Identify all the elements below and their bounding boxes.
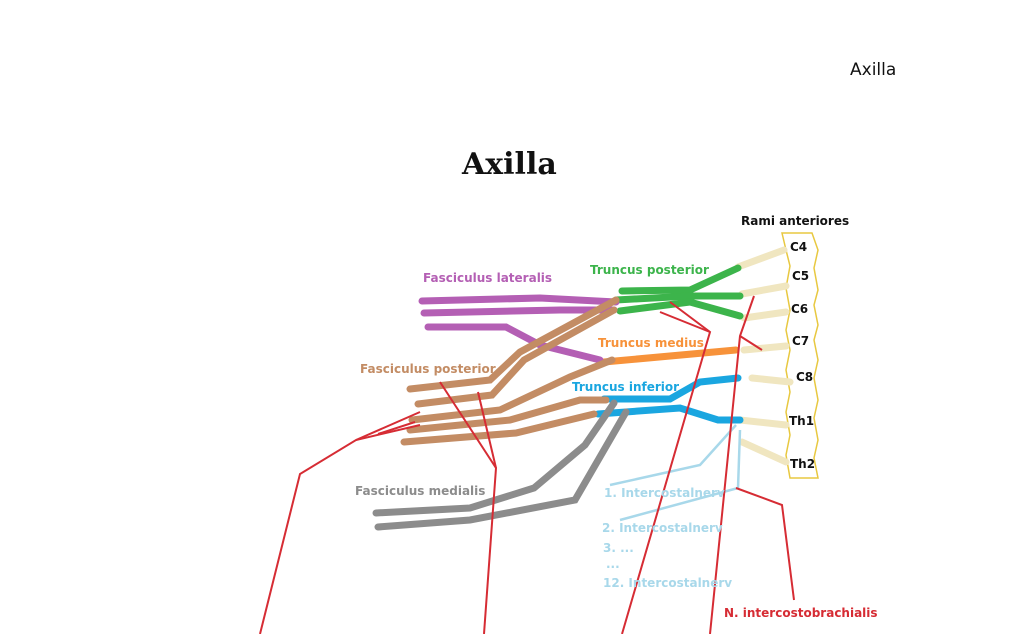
truncus-posterior-middle (612, 292, 744, 304)
truncus-posterior-lower (616, 298, 744, 320)
fasciculus-lateralis-1 (418, 294, 620, 306)
header-label: Axilla (850, 60, 897, 80)
fasciculus-posterior-3 (408, 356, 616, 424)
intercostal-nerves (609, 424, 742, 522)
fasciculus-lateralis-3 (424, 323, 604, 364)
intercostal-nerve-12-label: 12. Intercostalnerv (603, 576, 732, 590)
intercostal-nerve-1-label: 1. Intercostalnerv (604, 486, 725, 500)
root-stub-c5 (734, 246, 788, 271)
root-label-c8: C8 (796, 370, 813, 384)
fasciculus-lateralis-label: Fasciculus lateralis (423, 271, 552, 285)
fasciculus-posterior-label: Fasciculus posterior (360, 362, 496, 376)
root-stub-th2b (738, 438, 790, 466)
intercostobrachialis-label: N. intercostobrachialis (724, 606, 878, 620)
root-label-c7: C7 (792, 334, 809, 348)
red-nerve-left-c (377, 421, 416, 435)
root-stub-th1 (748, 374, 794, 386)
red-nerve-right-b (739, 335, 763, 351)
root-label-c4: C4 (790, 240, 807, 254)
fasciculus-medialis-label: Fasciculus medialis (355, 484, 485, 498)
truncus-posterior-upper (618, 264, 742, 295)
fasciculus-posterior-1 (406, 296, 620, 393)
rami-anteriores-label: Rami anteriores (741, 214, 849, 228)
intercostal-ellipsis-label: ... (606, 557, 620, 571)
red-nerve-intercostobrachialis (735, 487, 795, 601)
truncus-posterior-fibers (612, 264, 744, 320)
root-label-th2: Th2 (790, 457, 815, 471)
truncus-medius-label: Truncus medius (598, 336, 704, 350)
intercostal-nerve-1 (609, 424, 737, 487)
red-nerve-left (259, 424, 421, 634)
truncus-medius-fiber (600, 346, 740, 366)
page-title: Axilla (462, 147, 557, 182)
truncus-inferior-fibers (594, 374, 744, 424)
root-stub-c6 (738, 282, 790, 298)
truncus-inferior-label: Truncus inferior (572, 380, 679, 394)
fasciculus-posterior-fibers (400, 296, 620, 446)
red-nerve-left-b (355, 411, 421, 441)
intercostal-nerve-2-label: 2. Intercostalnerv (602, 521, 723, 535)
red-nerve-center-b (477, 391, 497, 469)
root-label-c5: C5 (792, 269, 809, 283)
red-nerve-branches (259, 295, 795, 634)
root-stub-th2a (736, 416, 790, 429)
fasciculus-medialis-fibers (372, 399, 630, 531)
fasciculus-posterior-2 (414, 306, 618, 408)
red-nerve-mid-b (659, 311, 711, 333)
root-stubs (734, 246, 794, 466)
root-label-c6: C6 (791, 302, 808, 316)
truncus-inferior-lower (594, 404, 744, 424)
truncus-inferior-upper (600, 374, 742, 403)
intercostal-nerve-3-label: 3. ... (603, 541, 634, 555)
fasciculus-posterior-4 (406, 396, 610, 434)
fasciculus-medialis-1 (372, 399, 618, 517)
fasciculus-medialis-2 (374, 408, 630, 531)
root-label-th1: Th1 (789, 414, 814, 428)
root-stub-c8 (740, 342, 790, 354)
truncus-posterior-label: Truncus posterior (590, 263, 709, 277)
root-stub-c7 (740, 308, 790, 322)
fasciculus-posterior-5 (400, 410, 598, 446)
vertebral-column-outline (781, 232, 819, 479)
